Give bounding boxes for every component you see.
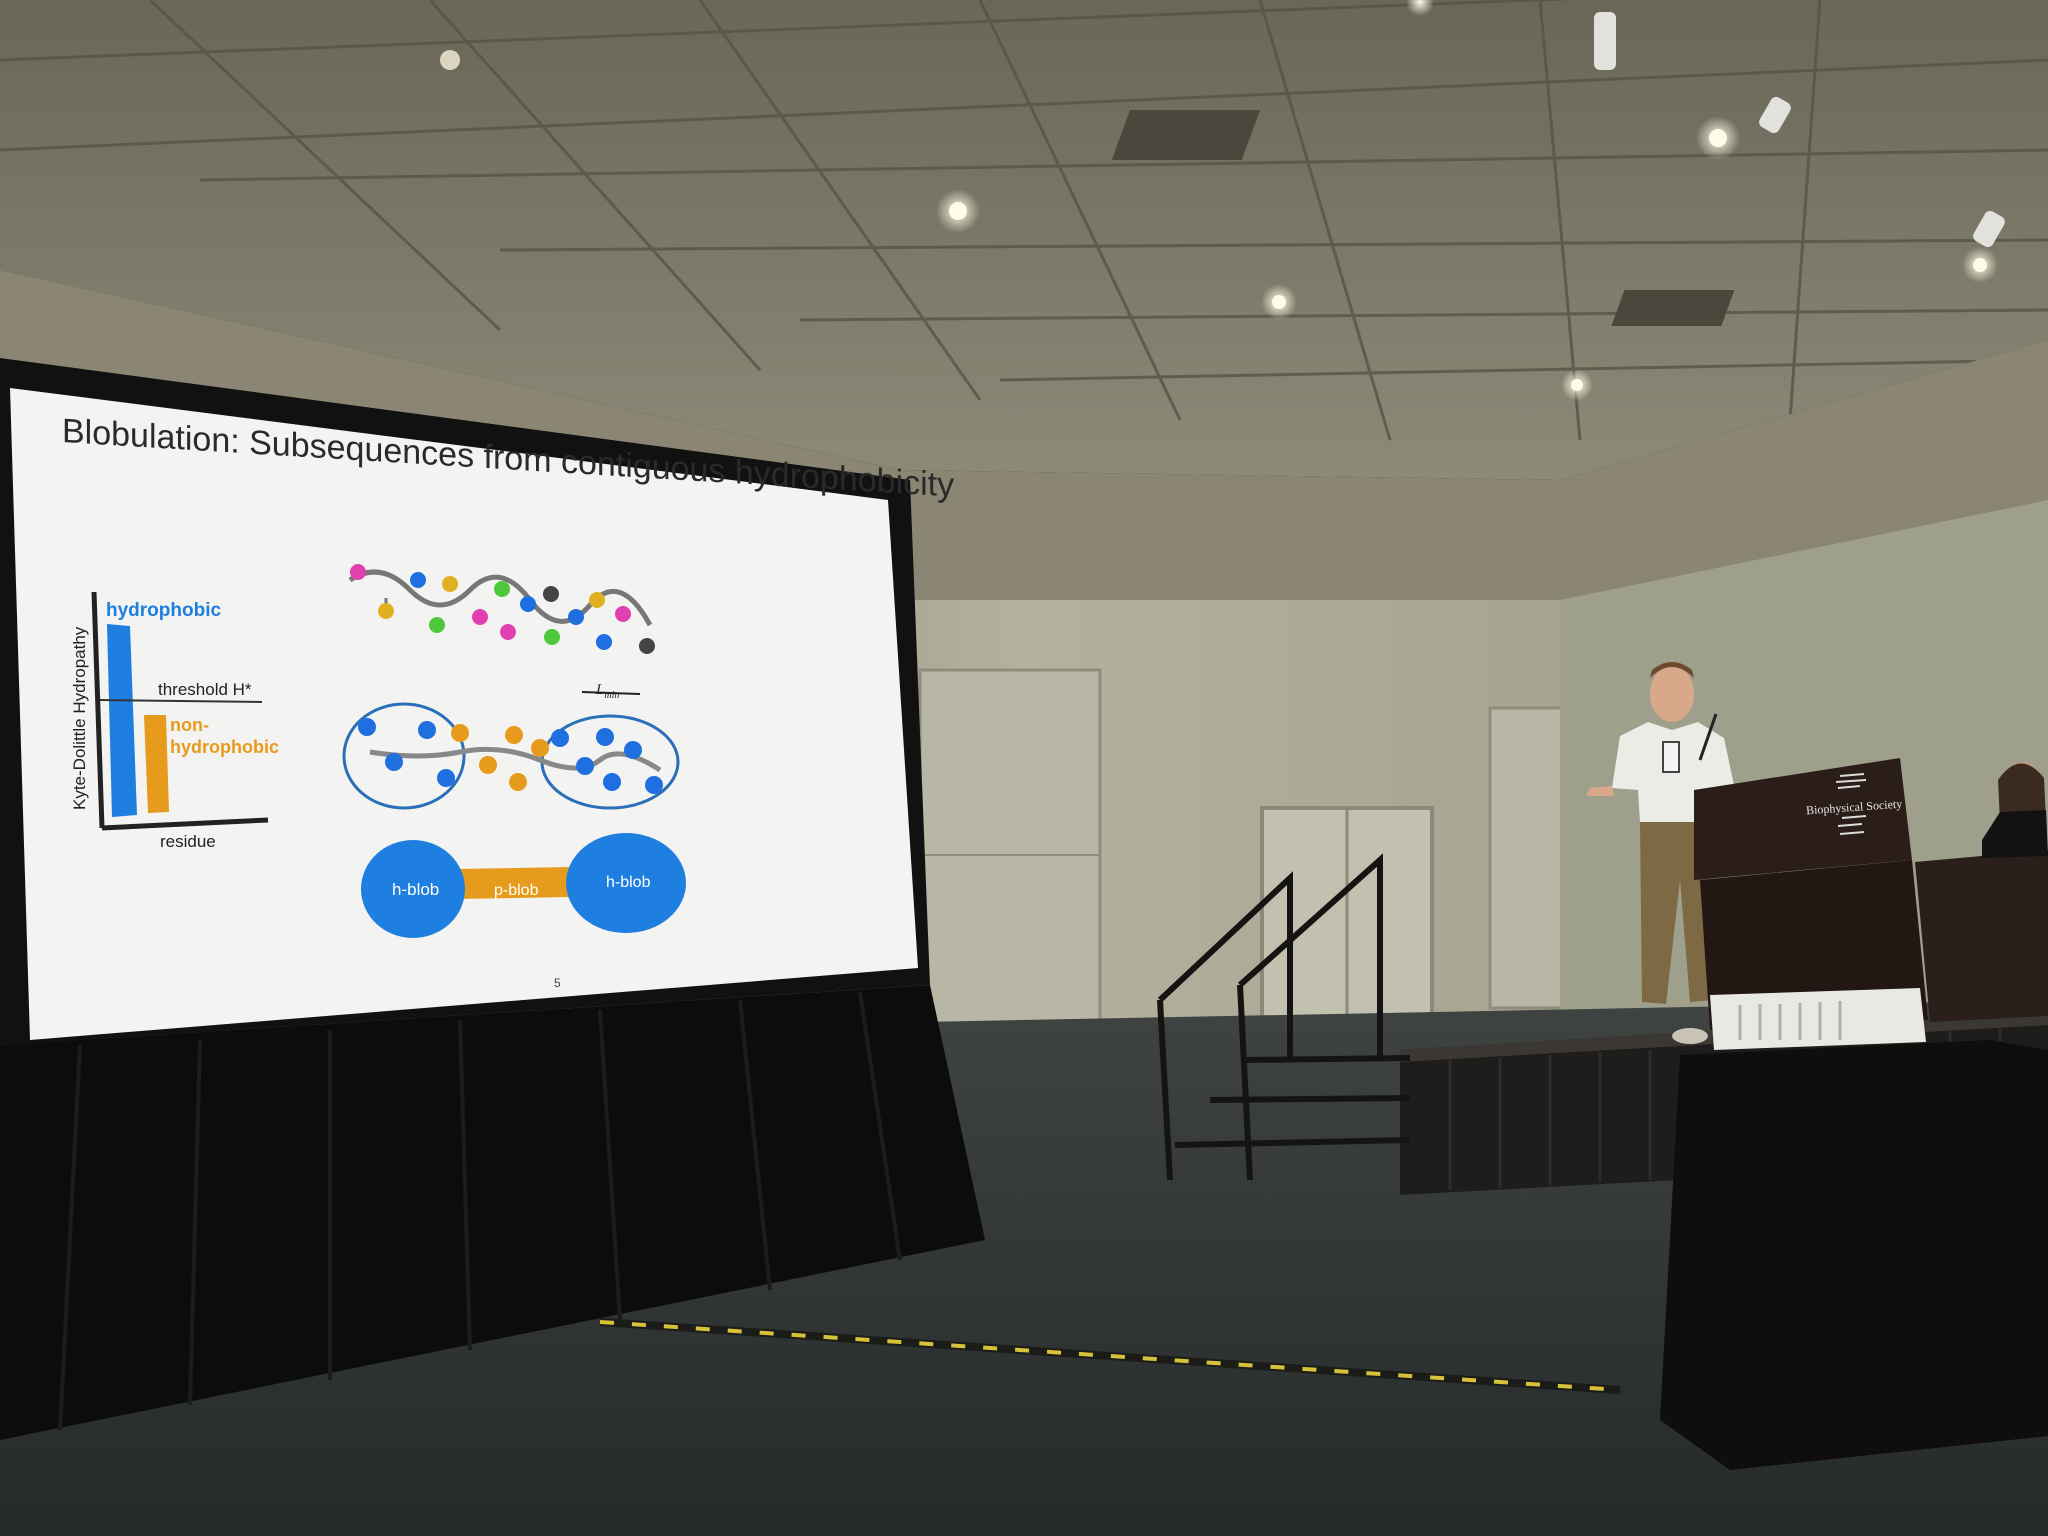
projector — [1710, 988, 1926, 1050]
projector-table — [1660, 988, 2048, 1470]
stage-stairs — [1157, 853, 1411, 1181]
slide-y-axis-label: Kyte-Dolittle Hydropathy — [70, 626, 89, 810]
screen-skirt — [0, 985, 985, 1440]
slide-page-number: 5 — [554, 976, 561, 990]
slide-label-threshold: threshold H* — [158, 680, 252, 699]
slide-lmin-label: Lmin — [596, 682, 619, 701]
ceiling-tile-grid — [0, 0, 2048, 441]
slide-label-hydrophobic: hydrophobic — [106, 600, 222, 621]
slide-hblob-right-label: h-blob — [606, 874, 651, 891]
ceiling-vent — [1111, 110, 1260, 160]
ceiling-lights — [440, 0, 1998, 401]
slide-label-non-line1: non- — [170, 715, 209, 735]
y-axis — [91, 591, 105, 829]
x-axis — [101, 817, 269, 831]
podium — [1694, 713, 1928, 1030]
slide-x-axis-label: residue — [160, 832, 216, 851]
soffit — [0, 270, 2048, 600]
residue-chain-top — [348, 564, 655, 654]
slide-label-non-line2: hydrophobic — [170, 737, 279, 757]
slide-hblob-left-label: h-blob — [392, 880, 440, 899]
hydropathy-chart — [91, 591, 269, 831]
ceiling-vent — [1611, 290, 1735, 326]
slide-label-nonhydrophobic: non- hydrophobic — [170, 714, 279, 758]
bar-nonhydrophobic — [144, 715, 169, 813]
projected-slide — [10, 388, 918, 1040]
blob-diagram — [361, 833, 686, 938]
lmin-subscript: min — [604, 690, 620, 701]
bar-hydrophobic — [107, 624, 137, 817]
slide-pblob-label: p-blob — [494, 882, 539, 899]
lmin-symbol: L — [596, 682, 605, 698]
ceiling — [0, 0, 2048, 480]
panel-table — [1915, 762, 2048, 1022]
threshold-line — [99, 699, 263, 703]
spotlights — [1594, 12, 2005, 248]
residue-chain-blobs — [342, 691, 680, 810]
lmin-bracket — [581, 691, 641, 695]
